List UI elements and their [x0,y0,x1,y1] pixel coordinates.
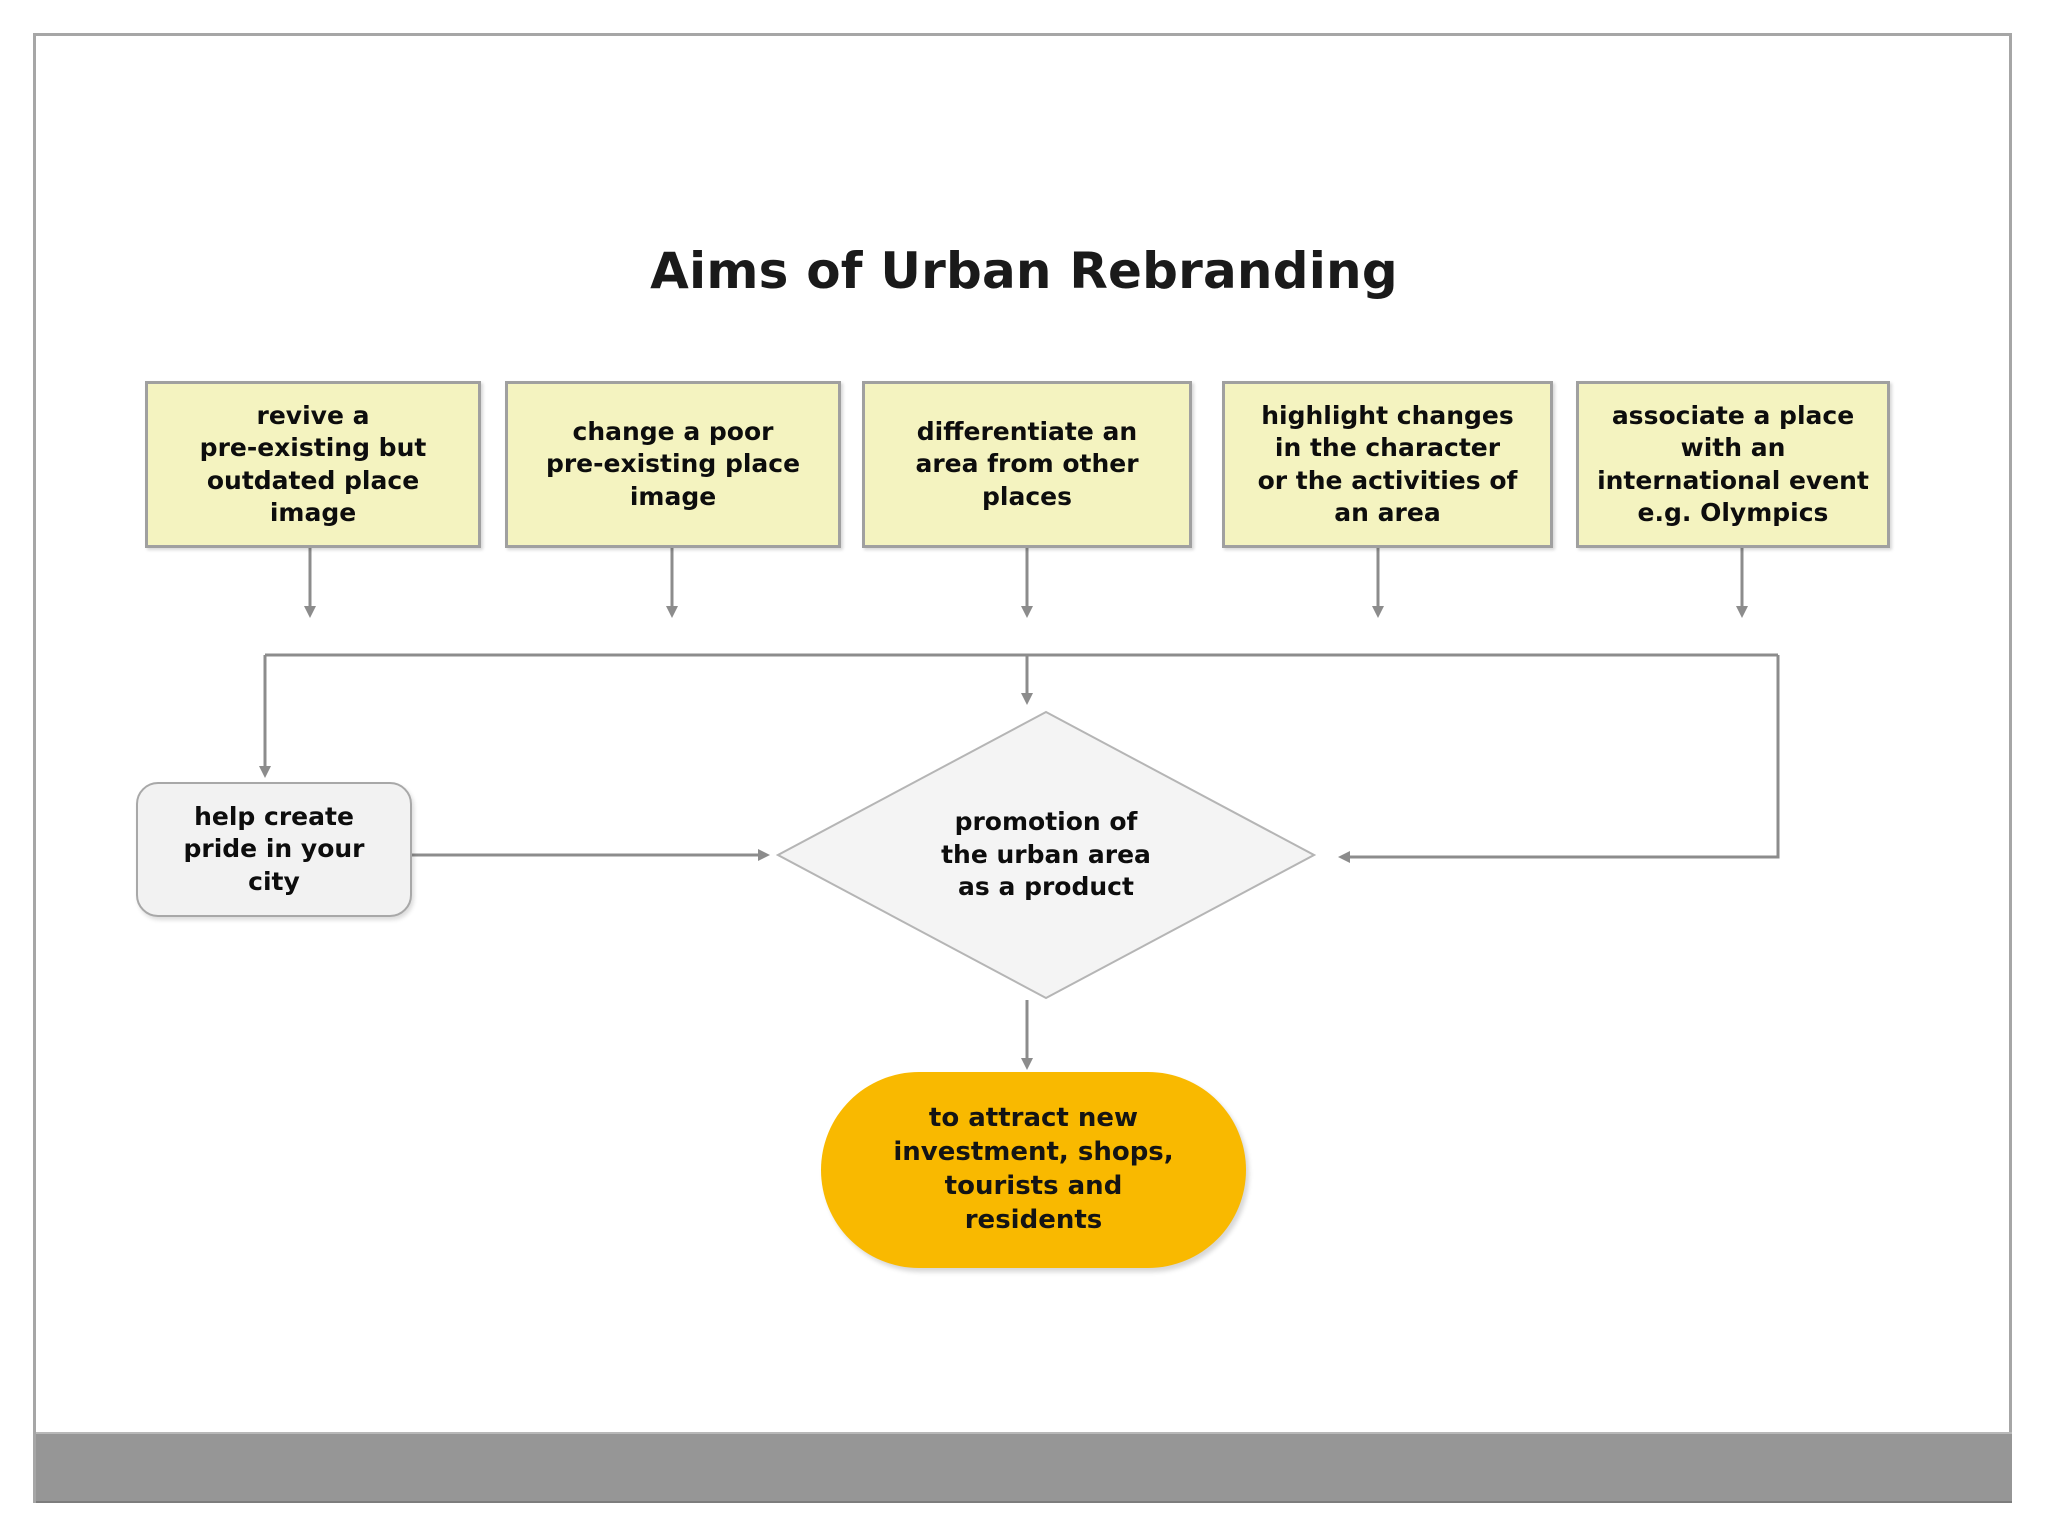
node-promotion-label: promotion of the urban area as a product [941,807,1151,902]
node-attract-investment[interactable]: to attract new investment, shops, touris… [821,1072,1246,1268]
aim-box-associate-label: associate a place with an international … [1597,400,1869,528]
footer-bar [36,1432,2012,1503]
aim-box-differentiate[interactable]: differentiate an area from other places [862,381,1192,548]
node-help-create-pride[interactable]: help create pride in your city [136,782,412,917]
aim-box-associate[interactable]: associate a place with an international … [1576,381,1890,548]
aim-box-revive[interactable]: revive a pre-existing but outdated place… [145,381,481,548]
aim-box-change[interactable]: change a poor pre-existing place image [505,381,841,548]
page-title: Aims of Urban Rebranding [650,242,1398,300]
node-attract-investment-label: to attract new investment, shops, touris… [893,1103,1174,1235]
aim-box-differentiate-label: differentiate an area from other places [915,416,1139,511]
aim-box-highlight-label: highlight changes in the character or th… [1257,400,1518,528]
aim-box-revive-label: revive a pre-existing but outdated place… [199,400,427,528]
aim-box-change-label: change a poor pre-existing place image [545,416,801,511]
aim-box-highlight[interactable]: highlight changes in the character or th… [1222,381,1553,548]
diamond-shape [776,710,1316,1000]
node-promotion-diamond[interactable]: promotion of the urban area as a product [776,710,1316,1000]
node-help-create-pride-label: help create pride in your city [183,801,365,896]
